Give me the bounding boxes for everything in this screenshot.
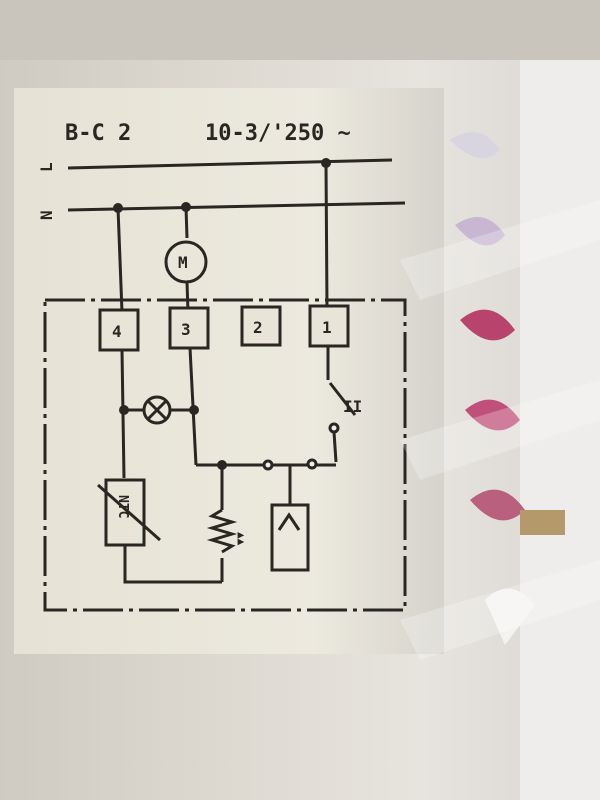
terminal-4 [98, 308, 140, 352]
junction-dots [113, 158, 331, 470]
switch-contact [328, 382, 357, 416]
line-l-wire [67, 158, 393, 170]
rating-text: 10-3/'250 ~ [205, 121, 351, 146]
terminal-2-label: 2 [253, 318, 263, 337]
terminal-3 [168, 306, 210, 350]
heater-resistor [206, 508, 238, 554]
line-n-label: N [37, 210, 56, 220]
terminal-4-label: 4 [112, 322, 122, 341]
motor-label: M [178, 253, 188, 272]
heater-arrows: ▲▲ [235, 532, 248, 546]
line-n-wire [67, 201, 406, 212]
housing-top [0, 0, 600, 60]
relay-symbol [270, 503, 310, 572]
model-text: B-C 2 [65, 121, 131, 146]
terminal-2 [240, 305, 282, 347]
light-streaks [400, 200, 600, 660]
device-boundary [43, 298, 407, 612]
ntc-label: NTC [115, 495, 130, 518]
switch-label: II [343, 397, 362, 416]
terminal-1 [308, 304, 350, 348]
line-l-label: L [37, 162, 56, 172]
wiring-label [14, 88, 444, 654]
terminal-3-label: 3 [181, 320, 191, 339]
housing-fins [450, 60, 600, 800]
motor-symbol [164, 240, 208, 284]
terminal-1-label: 1 [322, 318, 332, 337]
